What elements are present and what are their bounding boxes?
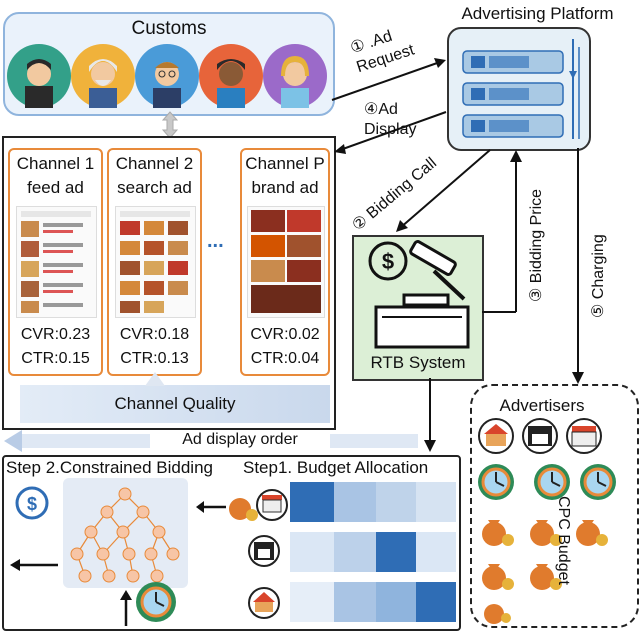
channel-type: brand ad (251, 178, 319, 197)
ad-display-arrow (339, 111, 447, 151)
channel-name: Channel 2 (115, 154, 194, 173)
channel-quality-label: Channel Quality (114, 394, 236, 413)
money-bag-icon (482, 520, 514, 546)
svg-text:$: $ (27, 494, 37, 514)
channel-cvr: CVR:0.02 (250, 326, 320, 343)
charging-label: ⑤ Charging (590, 234, 607, 318)
ad-display-order-label: Ad display order (150, 431, 330, 449)
heatmap-cell (290, 482, 334, 522)
row-icons (196, 489, 288, 521)
money-bag-icon (482, 564, 514, 590)
channel-ad-screenshot (247, 206, 325, 318)
heatmap-cell (376, 532, 416, 572)
heatmap-cell (290, 532, 334, 572)
step1-title: Step1. Budget Allocation (243, 458, 429, 477)
customer-avatar-icon (7, 44, 71, 108)
customer-avatar-icon (71, 44, 135, 108)
clock-icon (580, 464, 616, 500)
channel-ad-screenshot (16, 206, 97, 318)
svg-text:$: $ (382, 249, 394, 274)
money-bag-icon (484, 604, 511, 624)
channel-ellipsis: ... (207, 230, 224, 252)
channel-name: Channel 1 (16, 154, 95, 173)
ad-display-label: ④Ad Display (364, 101, 417, 138)
customer-avatar-icon (263, 44, 327, 108)
customer-avatar-icon (135, 44, 199, 108)
decision-tree-icon (70, 487, 180, 583)
bidding-price-label: ③ Bidding Price (528, 188, 545, 302)
channel-quality-bar (20, 385, 330, 423)
arrow-left-icon (196, 501, 226, 513)
rtb-system: $ RTB System (352, 235, 484, 381)
clock-icon (136, 582, 176, 622)
heatmap-cell (334, 582, 376, 622)
heatmap-cell (376, 582, 416, 622)
platform-title: Advertising Platform (461, 4, 614, 23)
advertising-platform (447, 27, 591, 151)
bidding-tree-panel (63, 478, 188, 588)
store-icon (478, 418, 514, 454)
arrow-left-icon (10, 559, 58, 571)
channel-card: Channel 1 feed ad CVR:0.23 CTR:0.15 (8, 148, 103, 376)
store-icon (566, 418, 602, 454)
channel-ad-screenshot (115, 206, 196, 318)
server-icon (462, 39, 580, 139)
dollar-coin-icon: $ (15, 486, 49, 520)
clock-icon (534, 464, 570, 500)
heatmap-cell (416, 482, 456, 522)
channel-type: search ad (117, 178, 192, 197)
customs-box: Customs (3, 12, 335, 116)
heatmap-cell (416, 532, 456, 572)
clock-icon (478, 464, 514, 500)
money-bag-icon (530, 520, 562, 546)
money-bag-icon (530, 564, 562, 590)
rtb-title: RTB System (370, 353, 466, 372)
advertiser-icons (478, 418, 616, 624)
arrow-up-icon (120, 590, 132, 626)
channel-name: Channel P (245, 154, 325, 173)
channel-cvr: CVR:0.18 (119, 326, 190, 343)
advertisers-box: Advertisers CPC Budget (470, 384, 639, 628)
store-icon (248, 587, 280, 619)
heatmap-cell (290, 582, 334, 622)
heatmap-cell (334, 532, 376, 572)
up-arrow-icon (145, 372, 165, 386)
store-icon (248, 535, 280, 567)
bidding-call-arrow (399, 149, 491, 229)
budget-allocation-heatmap (290, 482, 456, 622)
channel-ctr: CTR:0.04 (250, 350, 320, 367)
step2-title: Step 2.Constrained Bidding (6, 458, 213, 477)
heatmap-cell (334, 482, 376, 522)
channel-card: Channel 2 search ad CVR:0.18 CTR:0.13 (107, 148, 202, 376)
auction-gavel-icon: $ (368, 240, 470, 349)
customer-avatars (7, 44, 327, 108)
customer-avatar-icon (199, 44, 263, 108)
customs-title: Customs (131, 18, 207, 39)
advertisers-title: Advertisers (499, 396, 585, 415)
money-bag-icon (576, 520, 608, 546)
channel-ctr: CTR:0.13 (120, 350, 189, 367)
store-icon (256, 489, 288, 521)
heatmap-cell (416, 582, 456, 622)
channel-type: feed ad (27, 178, 84, 197)
money-bag-icon (229, 498, 258, 521)
heatmap-cell (376, 482, 416, 522)
channel-ctr: CTR:0.15 (21, 350, 90, 367)
channel-card: Channel P brand ad CVR:0.02 CTR:0.04 (240, 148, 330, 376)
store-icon (522, 418, 558, 454)
ad-request-arrow (331, 61, 441, 101)
channel-cvr: CVR:0.23 (20, 326, 91, 343)
